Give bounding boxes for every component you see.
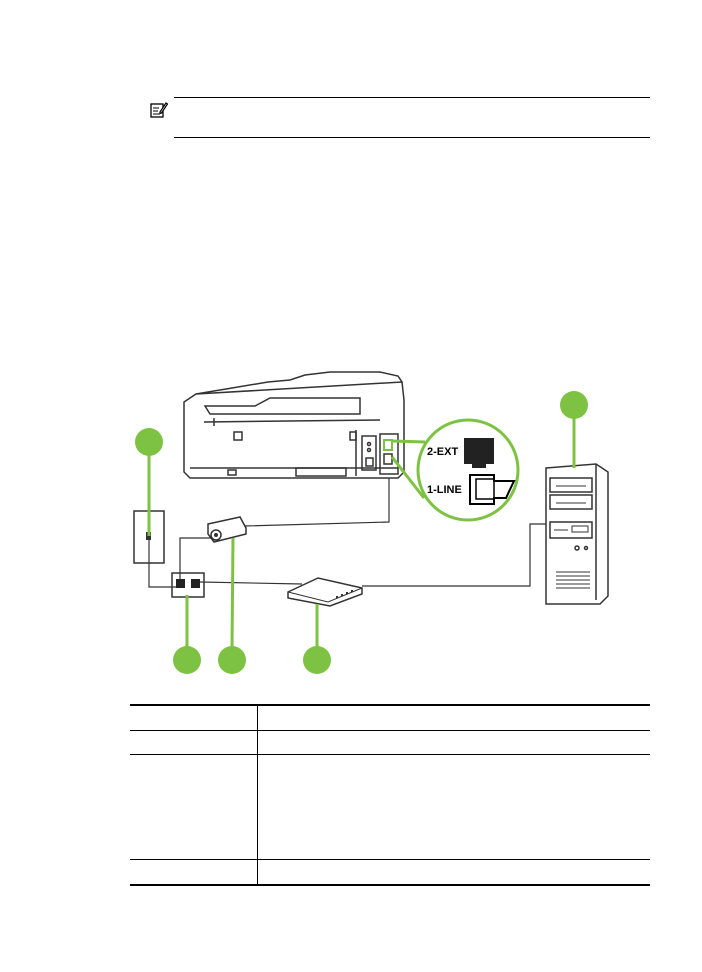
note-pencil-icon xyxy=(150,102,168,118)
connection-diagram: 2-EXT 1-LINE xyxy=(133,371,609,674)
ext-port-jack xyxy=(464,438,494,468)
note-rule-top xyxy=(174,97,650,98)
callouts xyxy=(135,391,588,674)
note-rule-bottom xyxy=(174,137,650,138)
callout-circle xyxy=(135,428,163,456)
computer-illustration xyxy=(545,463,609,605)
callout-circle xyxy=(173,646,201,674)
callout-circle xyxy=(218,646,246,674)
line-port-plug xyxy=(469,474,516,505)
printer-illustration xyxy=(183,371,405,479)
legend-rule xyxy=(130,859,650,860)
legend-column-divider xyxy=(257,704,258,886)
dsl-filter-illustration xyxy=(207,516,247,543)
note-box xyxy=(150,97,650,138)
legend-table xyxy=(130,704,650,886)
legend-rule xyxy=(130,754,650,755)
port-zoom-inset: 2-EXT 1-LINE xyxy=(390,418,520,522)
legend-rule-top xyxy=(130,704,650,706)
line-port-label: 1-LINE xyxy=(427,484,462,496)
callout-circle xyxy=(560,391,588,419)
phone-cords xyxy=(148,478,546,588)
modem-illustration xyxy=(287,577,363,607)
ext-port-label: 2-EXT xyxy=(427,446,458,458)
parallel-splitter-illustration xyxy=(171,572,205,598)
callout-circle xyxy=(303,646,331,674)
legend-rule xyxy=(130,730,650,731)
legend-rule-bottom xyxy=(130,884,650,886)
